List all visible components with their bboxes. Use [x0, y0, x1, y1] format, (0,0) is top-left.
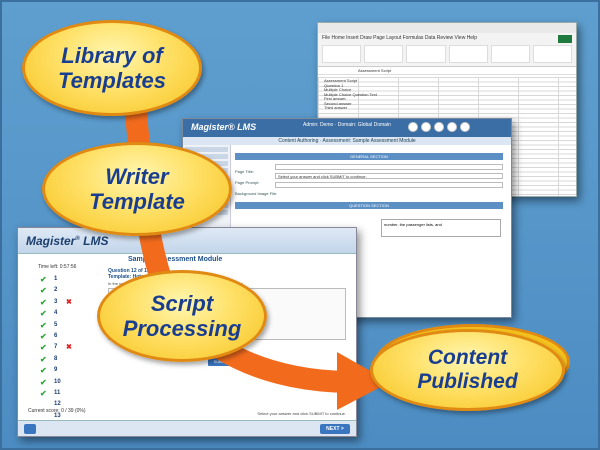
question-item: 12 — [38, 399, 88, 410]
excel-titlebar — [318, 23, 576, 33]
ribbon-group — [322, 45, 362, 63]
question-item: ✔1 — [38, 274, 88, 285]
general-section-bar: GENERAL SECTION — [235, 153, 503, 160]
lms-logo-suffix: LMS — [83, 234, 109, 248]
excel-row: Third answer — [324, 105, 348, 110]
authoring-toolbar — [408, 122, 470, 132]
toolbar-icon — [421, 122, 431, 132]
module-title: Sample Assessment Module — [128, 256, 223, 263]
check-icon: ✔ — [40, 354, 47, 364]
wrong-icon: ✖ — [66, 298, 72, 306]
excel-ribbon: File Home Insert Draw Page Layout Formul… — [318, 23, 576, 67]
question-item: ✔2 — [38, 285, 88, 296]
excel-share-button — [558, 35, 572, 43]
time-left: Time left: 0:57:56 — [38, 264, 77, 270]
question-text-box: number, the passenger lists, and — [381, 219, 501, 237]
next-button: NEXT > — [320, 424, 350, 434]
page-title-label: Page Title: — [235, 169, 254, 174]
check-icon: ✔ — [40, 286, 47, 296]
question-item: ✔8 — [38, 354, 88, 365]
ribbon-group — [532, 45, 573, 63]
excel-tabs: File Home Insert Draw Page Layout Formul… — [322, 35, 477, 41]
current-score: Current score: 0 / 39 (0%) — [28, 408, 86, 414]
excel-ribbon-groups — [322, 45, 573, 63]
check-icon: ✔ — [40, 377, 47, 387]
bg-image-label: Background Image File: — [235, 191, 278, 196]
page-title-field — [275, 164, 503, 170]
authoring-header: Magister® LMS Admin: Demo · Domain: Glob… — [183, 119, 511, 137]
question-item: ✔ 7 ✖ — [38, 342, 88, 353]
question-number-label: 8 — [54, 355, 58, 362]
wrong-icon: ✖ — [66, 344, 72, 352]
excel-row: Question 1 — [324, 82, 344, 88]
authoring-logo: Magister® LMS — [191, 122, 257, 132]
ribbon-group — [448, 45, 488, 63]
question-item: ✔6 — [38, 331, 88, 342]
question-item: ✔9 — [38, 365, 88, 376]
toolbar-icon — [408, 122, 418, 132]
toolbar-icon — [434, 122, 444, 132]
check-icon: ✔ — [40, 297, 47, 307]
question-section-bar: QUESTION SECTION — [235, 202, 503, 209]
question-item: ✔ 3 ✖ — [38, 297, 88, 308]
question-number-label: 2 — [54, 287, 58, 294]
question-number-label: 7 — [54, 344, 58, 351]
check-icon: ✔ — [40, 309, 47, 319]
question-number-label: 9 — [54, 367, 58, 374]
excel-rows: Assessment Script Question 1 Multiple Ch… — [324, 78, 377, 111]
question-number-label: 5 — [54, 321, 58, 328]
submit-button: SUBMIT — [208, 358, 234, 366]
question-item: ✔ 11 — [38, 388, 88, 399]
question-item: ✔ 10 — [38, 377, 88, 388]
question-number-label: 12 — [54, 401, 61, 408]
question-item: ✔4 — [38, 308, 88, 319]
lms-footer: NEXT > — [18, 420, 356, 436]
question-item: ✔5 — [38, 320, 88, 331]
check-icon: ✔ — [40, 320, 47, 330]
question-number-label: 13 — [54, 412, 61, 419]
question-number-label: 6 — [54, 332, 58, 339]
lms-logo: Magister® LMS — [26, 234, 109, 248]
lms-logo-text: Magister — [26, 234, 76, 248]
excel-row: Assessment Script — [324, 78, 358, 83]
check-icon: ✔ — [40, 388, 47, 398]
excel-formula-bar: Assessment Script — [318, 67, 576, 75]
check-icon: ✔ — [40, 275, 47, 284]
question-number-label: 11 — [54, 389, 61, 396]
settings-icon — [24, 424, 36, 434]
ribbon-group — [364, 45, 404, 63]
check-icon: ✔ — [40, 331, 47, 341]
question-number-label: 4 — [54, 310, 58, 317]
question-number-label: 1 — [54, 276, 58, 282]
check-icon: ✔ — [40, 366, 47, 376]
question-number-label: 10 — [54, 378, 61, 385]
toolbar-icon — [447, 122, 457, 132]
ribbon-group — [490, 45, 530, 63]
question-number-label: 3 — [54, 298, 58, 305]
ribbon-group — [406, 45, 446, 63]
page-prompt-field: Select your answer and click SUBMIT to c… — [275, 173, 503, 179]
bg-image-field — [275, 182, 503, 188]
lms-footnote: Select your answer and click SUBMIT to c… — [257, 411, 346, 416]
question-item: 13 — [38, 411, 88, 422]
page-prompt-label: Page Prompt: — [235, 180, 260, 185]
toolbar-icon — [460, 122, 470, 132]
authoring-subtitle: Content Authoring · Assessment: Sample A… — [183, 137, 511, 145]
authoring-domain: Admin: Demo · Domain: Global Domain — [303, 122, 391, 128]
lms-header: Magister® LMS — [18, 228, 356, 254]
check-icon: ✔ — [40, 343, 47, 353]
